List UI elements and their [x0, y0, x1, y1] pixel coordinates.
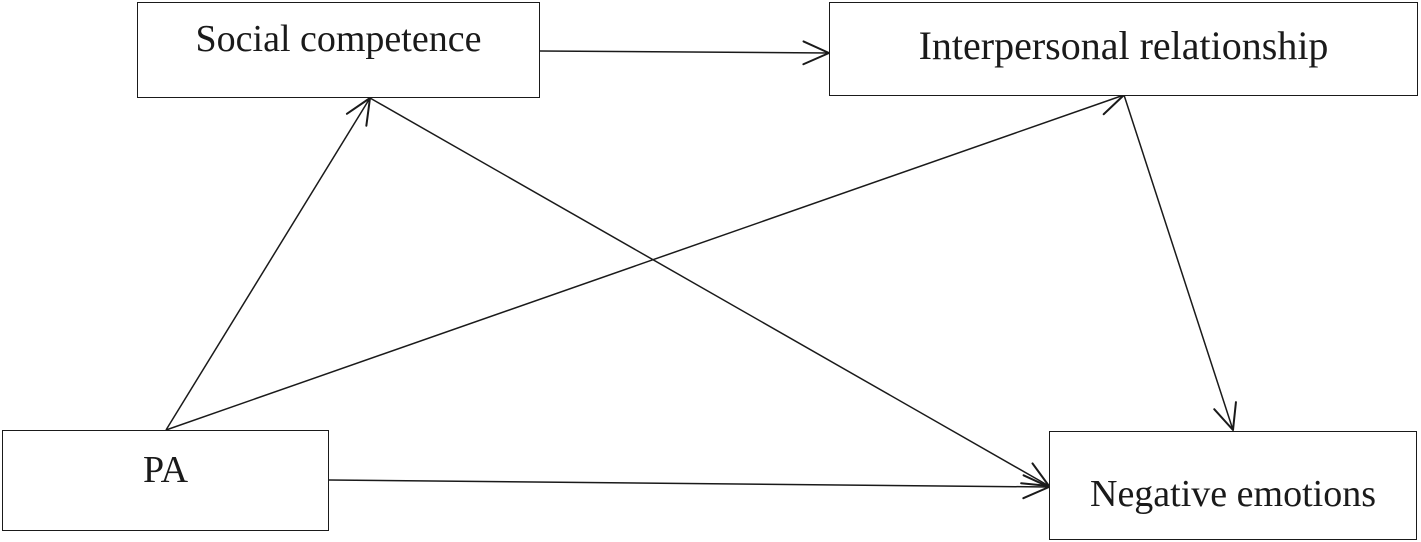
arrow-pa-to-interpersonal-relationship-line	[165, 94, 1125, 431]
arrow-pa-to-social-competence	[165, 97, 371, 431]
arrow-pa-to-negative-emotions-line	[328, 479, 1050, 488]
interpersonal-relationship-box: Interpersonal relationship	[829, 2, 1418, 96]
pa-box: PA	[2, 430, 329, 531]
negative-emotions-box: Negative emotions	[1049, 431, 1417, 540]
arrow-pa-to-interpersonal-relationship	[165, 91, 1125, 431]
arrow-interpersonal-relationship-to-negative-emotions	[1123, 94, 1237, 431]
arrow-social-competence-to-interpersonal-relationship	[539, 40, 830, 66]
negative-emotions-label: Negative emotions	[1090, 472, 1376, 515]
arrow-pa-to-social-competence-head	[345, 97, 371, 127]
arrow-social-competence-to-negative-emotions-head	[1020, 462, 1050, 487]
arrow-pa-to-social-competence-line	[165, 97, 371, 431]
arrow-interpersonal-relationship-to-negative-emotions-head	[1213, 401, 1237, 431]
arrow-social-competence-to-negative-emotions-line	[369, 97, 1050, 487]
social-competence-label: Social competence	[195, 18, 482, 60]
arrow-pa-to-negative-emotions	[328, 474, 1050, 500]
edge-layer	[165, 40, 1237, 500]
arrow-social-competence-to-interpersonal-relationship-line	[539, 50, 830, 54]
social-competence-box: Social competence	[137, 2, 540, 98]
pa-label: PA	[142, 448, 189, 491]
arrow-interpersonal-relationship-to-negative-emotions-line	[1123, 94, 1234, 431]
interpersonal-relationship-label: Interpersonal relationship	[918, 23, 1329, 68]
